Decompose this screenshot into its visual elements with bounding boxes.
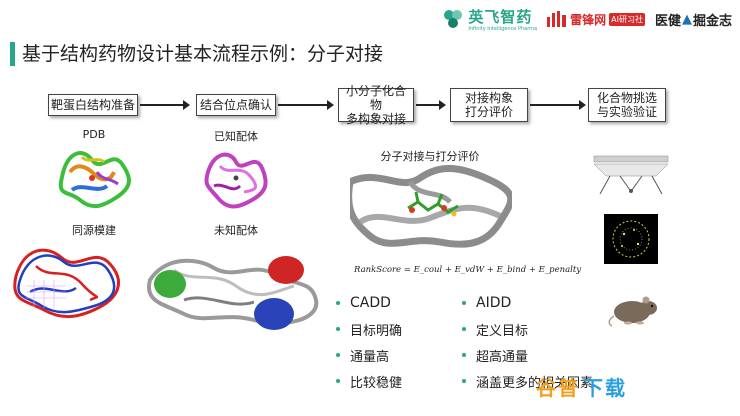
slide-title: 基于结构药物设计基本流程示例：分子对接 bbox=[22, 43, 384, 65]
aidd-item: 超高通量 bbox=[476, 349, 529, 365]
list-item: 通量高 bbox=[336, 342, 402, 368]
flow-arrow bbox=[416, 100, 446, 110]
step-scoring: 对接构象 打分评价 bbox=[450, 88, 528, 122]
bullet-dot-icon bbox=[336, 379, 340, 383]
label-unknown-ligand: 未知配体 bbox=[214, 224, 258, 237]
homology-model-image bbox=[13, 248, 120, 318]
cadd-heading: CADD bbox=[350, 295, 391, 311]
yingfei-logo: 英飞智药 Infinity Intelligence Pharma bbox=[442, 7, 537, 32]
known-ligand-image bbox=[204, 152, 268, 209]
bullet-dot-icon bbox=[336, 353, 340, 357]
list-item: AIDD bbox=[462, 290, 593, 316]
list-item: CADD bbox=[336, 290, 402, 316]
step-label: 化合物挑选 与实验验证 bbox=[596, 91, 657, 119]
mouse-image bbox=[608, 296, 657, 327]
bullet-dot-icon bbox=[336, 327, 340, 331]
label-pdb: PDB bbox=[82, 128, 106, 141]
yijian-logo: 医健 ▲ 掘金志 bbox=[655, 10, 732, 29]
step-target-prep: 靶蛋白结构准备 bbox=[48, 94, 138, 116]
rank-score-formula: RankScore = E_coul + E_vdW + E_bind + E_… bbox=[354, 265, 582, 275]
cadd-item: 比较稳健 bbox=[350, 375, 403, 391]
step-label: 结合位点确认 bbox=[199, 98, 272, 112]
yijian-triangle-icon: ▲ bbox=[681, 11, 692, 27]
bullet-dot-icon bbox=[462, 353, 466, 357]
title-accent-bar bbox=[10, 42, 15, 66]
cadd-item: 通量高 bbox=[350, 349, 390, 365]
yingfei-mark-icon bbox=[444, 10, 463, 28]
aidd-heading: AIDD bbox=[476, 295, 512, 311]
step-label: 对接构象 打分评价 bbox=[464, 91, 513, 119]
list-item: 定义目标 bbox=[462, 316, 593, 342]
yingfei-name: 英飞智药 bbox=[468, 7, 533, 26]
bullet-dot-icon bbox=[462, 379, 466, 383]
yijian-tail: 掘金志 bbox=[692, 13, 732, 29]
pdb-protein-image bbox=[58, 151, 131, 209]
unknown-ligand-image bbox=[146, 256, 319, 330]
watermark-part1: 谷普 bbox=[536, 376, 580, 400]
leifeng-tag: AI研习社 bbox=[609, 12, 645, 26]
aidd-item: 涵盖更多的相关因素 bbox=[476, 375, 594, 391]
flow-arrow bbox=[530, 100, 586, 110]
label-homology: 同源模建 bbox=[72, 224, 116, 237]
list-item: 涵盖更多的相关因素 bbox=[462, 368, 593, 394]
docking-image bbox=[350, 162, 512, 256]
leifeng-name: 雷锋网 bbox=[570, 12, 607, 27]
watermark: 谷普 下载 bbox=[536, 372, 627, 401]
step-validation: 化合物挑选 与实验验证 bbox=[588, 88, 666, 122]
leifeng-bars-icon bbox=[547, 11, 567, 27]
experiment-diagram-image bbox=[593, 155, 669, 195]
microscopy-image bbox=[604, 214, 658, 264]
step-label: 靶蛋白结构准备 bbox=[51, 98, 136, 112]
watermark-part2: 下载 bbox=[583, 376, 627, 400]
label-known-ligand: 已知配体 bbox=[214, 130, 258, 143]
bullet-dot-icon bbox=[462, 301, 466, 305]
flow-arrow bbox=[140, 100, 190, 110]
step-site-confirm: 结合位点确认 bbox=[196, 94, 276, 116]
step-label: 小分子化合物 多构象对接 bbox=[345, 84, 406, 126]
yijian-name: 医健 bbox=[654, 13, 681, 29]
aidd-list: AIDD 定义目标 超高通量 涵盖更多的相关因素 bbox=[462, 290, 593, 394]
leifeng-logo: 雷锋网 AI研习社 bbox=[547, 11, 645, 28]
aidd-item: 定义目标 bbox=[476, 323, 529, 339]
yingfei-subtitle: Infinity Intelligence Pharma bbox=[468, 25, 538, 32]
list-item: 超高通量 bbox=[462, 342, 593, 368]
flow-arrow bbox=[278, 100, 334, 110]
label-docking: 分子对接与打分评价 bbox=[380, 150, 480, 163]
cadd-item: 目标明确 bbox=[350, 323, 403, 339]
cadd-list: CADD 目标明确 通量高 比较稳健 bbox=[336, 290, 402, 394]
header-logos: 英飞智药 Infinity Intelligence Pharma 雷锋网 AI… bbox=[442, 6, 732, 32]
step-docking: 小分子化合物 多构象对接 bbox=[338, 84, 414, 126]
list-item: 比较稳健 bbox=[336, 368, 402, 394]
bullet-dot-icon bbox=[462, 327, 466, 331]
list-item: 目标明确 bbox=[336, 316, 402, 342]
bullet-dot-icon bbox=[336, 301, 340, 305]
